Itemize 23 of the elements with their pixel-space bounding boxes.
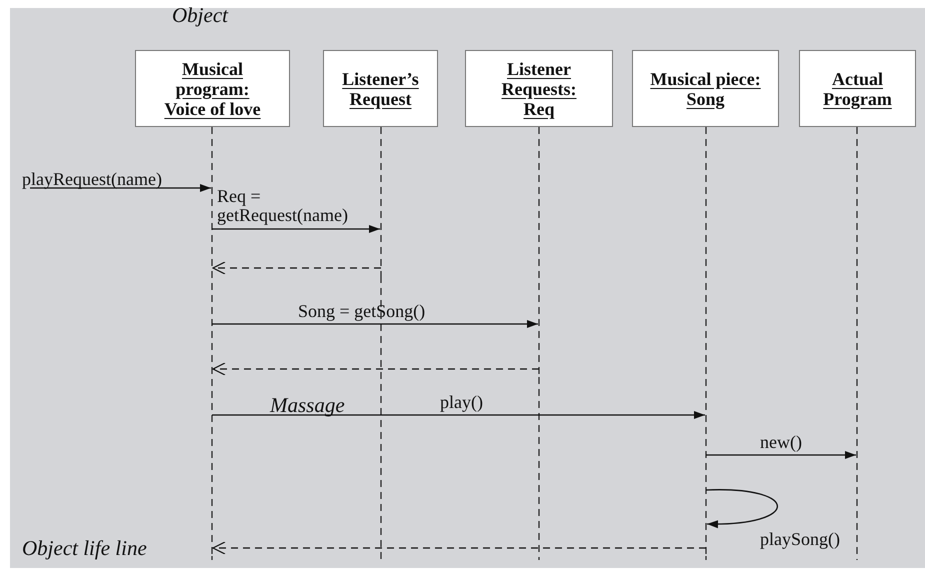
message-label: Song = getSong() — [298, 302, 426, 321]
object-box: Actual Program — [799, 50, 916, 127]
return-arrow — [212, 541, 706, 555]
message-arrow — [212, 411, 705, 419]
message-label: play() — [440, 393, 483, 412]
message-arrow — [212, 320, 538, 328]
object-box: Listener’s Request — [323, 50, 438, 127]
object-box: Musical piece: Song — [632, 50, 779, 127]
message-arrow — [30, 184, 211, 192]
return-arrow — [212, 362, 539, 376]
message-arrow — [212, 225, 380, 233]
object-box: Listener Requests: Req — [465, 50, 613, 127]
message-arrow — [706, 451, 856, 459]
object-box: Musical program: Voice of love — [135, 50, 290, 127]
message-label: new() — [760, 433, 802, 452]
return-arrow — [212, 261, 381, 275]
message-label: playRequest(name) — [22, 170, 162, 189]
message-label: Req = getRequest(name) — [217, 187, 349, 225]
message-arrow — [706, 489, 778, 528]
message-label: playSong() — [760, 530, 840, 549]
object-annotation: Object — [172, 3, 228, 27]
message-annotation: Massage — [270, 393, 345, 417]
lifeline-annotation: Object life line — [22, 536, 147, 560]
